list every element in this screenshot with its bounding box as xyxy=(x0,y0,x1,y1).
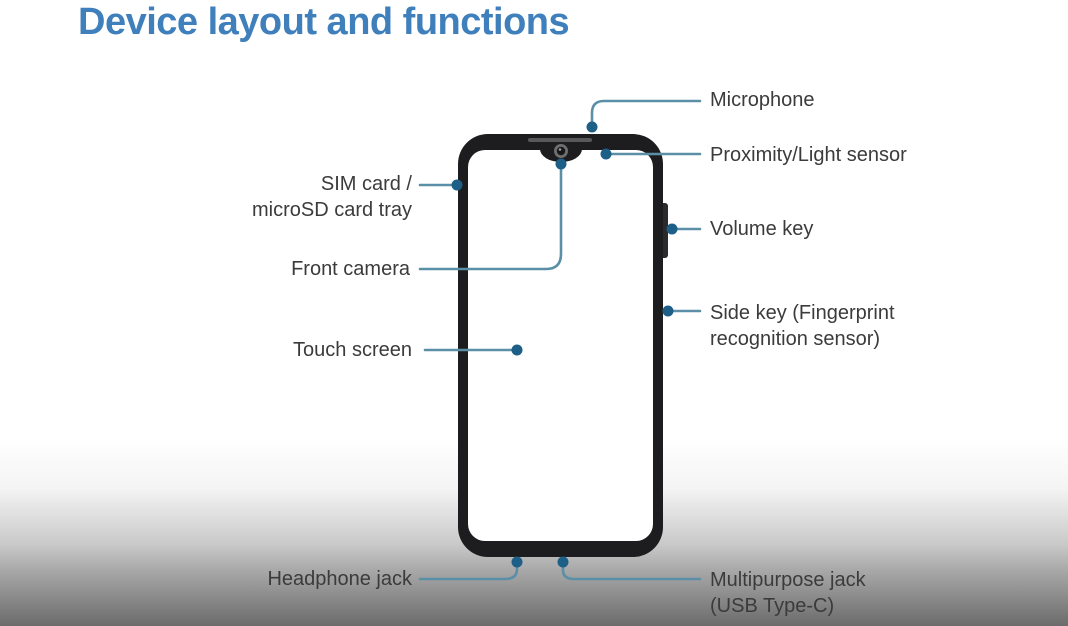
label-sim-card-tray: SIM card / microSD card tray xyxy=(252,171,412,223)
page-title: Device layout and functions xyxy=(78,1,570,43)
label-side-key-line2: recognition sensor) xyxy=(710,328,881,350)
label-volume-key: Volume key xyxy=(710,218,814,240)
callout-line-front-camera xyxy=(418,167,563,271)
label-proximity-light-sensor: Proximity/Light sensor xyxy=(710,144,907,166)
earpiece-speaker xyxy=(528,138,592,142)
label-side-key-line1: Side key (Fingerprint xyxy=(710,302,895,324)
label-multipurpose-jack-line2: (USB Type-C) xyxy=(710,595,835,617)
callout-dot-multipurpose-jack xyxy=(557,556,569,568)
label-front-camera: Front camera xyxy=(291,258,410,280)
callout-dot-sim-tray xyxy=(451,179,463,191)
callout-dot-side-key xyxy=(662,305,674,317)
callout-dot-microphone xyxy=(586,121,598,133)
label-multipurpose-jack-line1: Multipurpose jack xyxy=(710,569,866,591)
label-touch-screen: Touch screen xyxy=(293,339,412,361)
front-camera-lens-glint xyxy=(558,148,562,151)
callout-line-multipurpose-jack xyxy=(561,564,702,581)
label-sim-card-tray-line2: microSD card tray xyxy=(251,199,412,221)
callout-line-microphone xyxy=(590,99,702,124)
callout-dot-headphone-jack xyxy=(511,556,523,568)
front-camera-lens xyxy=(556,146,566,156)
callout-dot-proximity-sensor xyxy=(600,148,612,160)
callout-dot-volume-key xyxy=(666,223,678,235)
callout-dot-front-camera xyxy=(555,158,567,170)
callout-line-headphone-jack xyxy=(418,564,519,581)
label-sim-card-tray-line1: SIM card / xyxy=(320,173,412,195)
touch-screen-surface xyxy=(468,150,653,541)
label-side-key: Side key (Fingerprint recognition sensor… xyxy=(710,300,895,352)
callout-dot-touch-screen xyxy=(511,344,523,356)
label-microphone: Microphone xyxy=(710,89,815,111)
label-headphone-jack: Headphone jack xyxy=(267,568,412,590)
label-multipurpose-jack: Multipurpose jack (USB Type-C) xyxy=(710,567,866,619)
